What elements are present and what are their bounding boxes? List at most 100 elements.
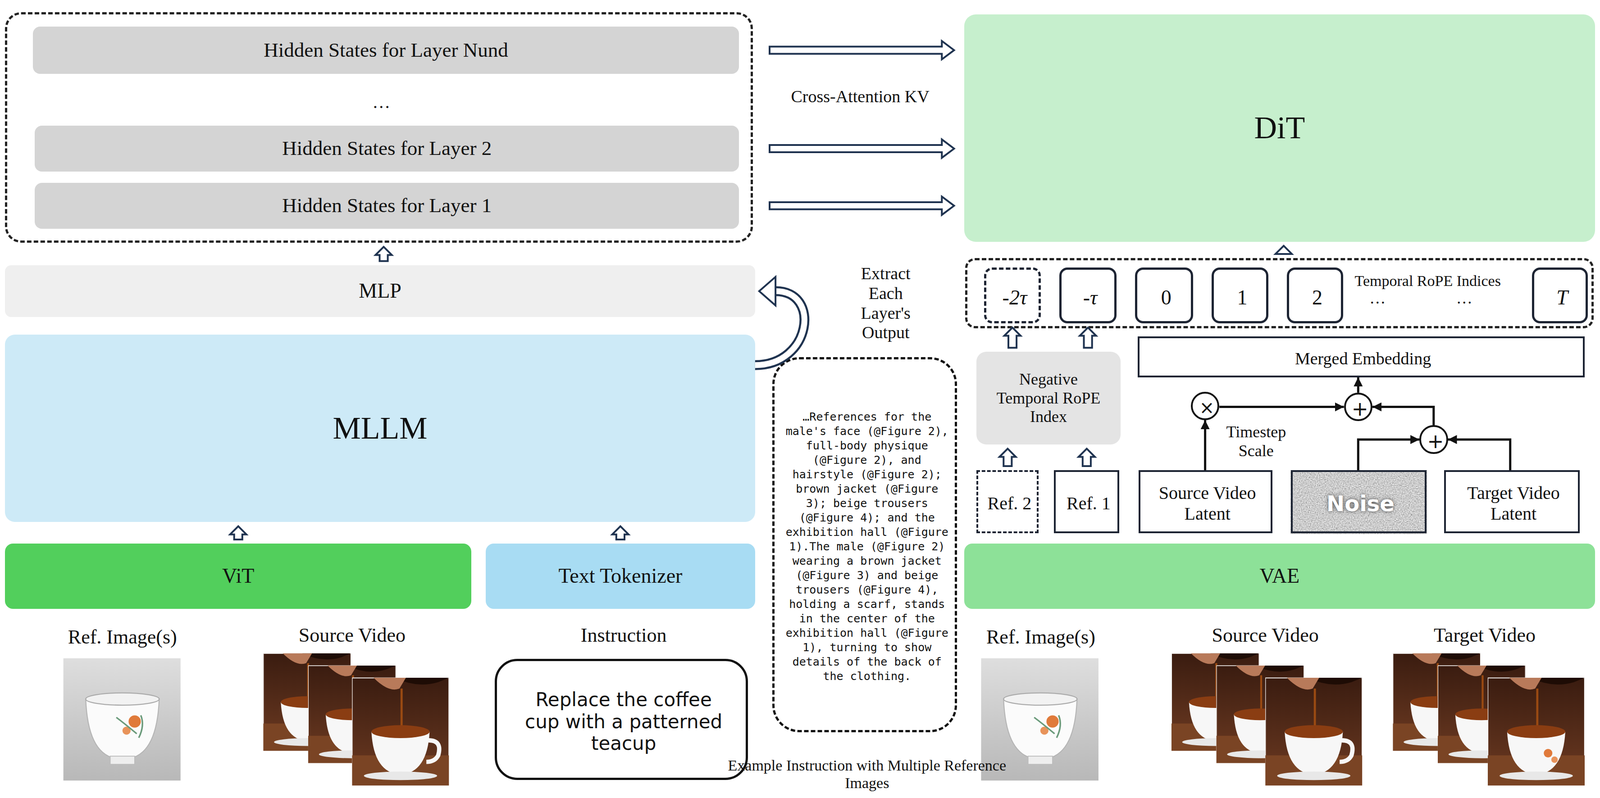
- curved-arrow-body: [755, 291, 805, 366]
- block-arrow: [1004, 327, 1021, 348]
- box-label: MLLM: [4, 334, 756, 523]
- example-box: …References for the male's face (@Figure…: [772, 357, 958, 733]
- edge-label: Extract Each Layer's Output: [844, 255, 927, 352]
- box-label: MLP: [4, 265, 756, 318]
- box-label: +: [1345, 394, 1375, 424]
- block-arrow: [1275, 246, 1292, 255]
- connector: [1372, 407, 1434, 426]
- box-label: ViT: [4, 543, 472, 610]
- box-label: Temporal RoPE Indices: [1340, 264, 1515, 297]
- process-box: Source Video Latent: [1138, 470, 1273, 534]
- index-box: 1: [1211, 267, 1269, 324]
- connector: [769, 41, 955, 60]
- signal-line: [1448, 439, 1511, 471]
- connector: [612, 526, 629, 541]
- box-label: 2: [1289, 269, 1346, 327]
- hidden-state-box: Hidden States for Layer Nund: [32, 26, 739, 74]
- signal-line: [1357, 377, 1360, 393]
- video-frame: [1265, 678, 1363, 786]
- note-label: Ref. Image(s): [948, 620, 1133, 656]
- box-label: Negative Temporal RoPE Index: [988, 351, 1108, 445]
- box-label: -τ: [1061, 269, 1119, 327]
- box-label: ×: [1192, 393, 1222, 423]
- block-arrow: [999, 448, 1016, 467]
- instruction-box: InstructionReplace the coffee cup with a…: [494, 659, 748, 781]
- box-label: Hidden States for Layer 2: [34, 125, 739, 172]
- video-frame: [1487, 678, 1585, 786]
- note-label: Ref. Image(s): [30, 620, 215, 656]
- index-box: 0: [1135, 267, 1194, 324]
- note-label: Timestep Scale: [1214, 416, 1299, 468]
- box-caption: Example Instruction with Multiple Refere…: [723, 749, 1011, 798]
- reference-image: [63, 658, 181, 782]
- connector: [1448, 439, 1511, 471]
- process-box: Ref. 2: [976, 470, 1039, 534]
- box-label: 0: [1137, 269, 1196, 327]
- connector: [1219, 406, 1344, 408]
- operator-circle: +: [1419, 425, 1448, 454]
- connector: [1358, 377, 1359, 393]
- note-label: Target Video: [1392, 618, 1577, 653]
- index-group: Temporal RoPE Indices -2τ -τ 012 T: [965, 258, 1594, 329]
- hidden-state-box: Hidden States for Layer 2: [34, 125, 739, 172]
- box-label: Noise: [1292, 472, 1429, 536]
- signal-line: [1203, 420, 1207, 471]
- block-arrow: [769, 196, 955, 215]
- connector: [769, 139, 955, 159]
- connector: [1204, 420, 1206, 471]
- index-box: T: [1531, 267, 1589, 324]
- block-arrow: [1078, 448, 1095, 467]
- connector: [769, 196, 955, 215]
- process-box: Target Video Latent: [1444, 470, 1580, 534]
- box-label: Ref. 2: [978, 472, 1041, 536]
- dit-box: DiT: [964, 14, 1596, 242]
- noise-box: Noise: [1290, 470, 1427, 534]
- box-label: Source Video Latent: [1140, 472, 1275, 536]
- group-box: … Hidden States for Layer NundHidden Stat…: [4, 12, 753, 243]
- block-arrow: [1080, 327, 1097, 348]
- box-label: …: [7, 82, 756, 124]
- note-label: Source Video: [1173, 618, 1358, 653]
- box-label: Text Tokenizer: [485, 543, 756, 610]
- connector: [1004, 327, 1021, 348]
- block-arrow: [612, 526, 629, 541]
- box-label: Target Video Latent: [1445, 472, 1582, 536]
- connector: [755, 277, 805, 366]
- curved-arrow-outline: [755, 291, 805, 366]
- connector: [1078, 448, 1095, 467]
- box-label: -2τ: [986, 269, 1044, 327]
- vae-box: VAE: [964, 543, 1596, 610]
- box-label: Instruction: [466, 616, 781, 656]
- hidden-state-box: Hidden States for Layer 1: [34, 182, 739, 229]
- connector: [999, 448, 1016, 467]
- process-box: Ref. 1: [1053, 470, 1120, 534]
- note-label: …: [1444, 285, 1486, 312]
- tokenizer-box: Text Tokenizer: [485, 543, 756, 610]
- index-box: 2: [1286, 267, 1344, 324]
- index-box: -τ: [1059, 267, 1117, 324]
- connector: [1080, 327, 1097, 348]
- mllm-box: MLLM: [4, 334, 756, 523]
- box-caption: Replace the coffee cup with a patterned …: [522, 661, 725, 783]
- box-label: Ref. 1: [1055, 472, 1122, 536]
- index-box: -2τ: [984, 267, 1042, 324]
- vit-box: ViT: [4, 543, 472, 610]
- video-frame: [351, 678, 449, 786]
- box-label: 1: [1213, 269, 1272, 327]
- box-label: Merged Embedding: [1139, 338, 1587, 380]
- block-arrow: [769, 41, 955, 60]
- box-label: …References for the male's face (@Figure…: [782, 367, 952, 727]
- box-label: T: [1534, 269, 1591, 327]
- box-label: VAE: [964, 543, 1596, 610]
- note-label: …: [1357, 285, 1399, 312]
- connector: [230, 526, 247, 541]
- mlp-box: MLP: [4, 265, 756, 318]
- box-label: +: [1421, 427, 1450, 456]
- block-arrow: [230, 526, 247, 541]
- signal-line: [1219, 405, 1344, 409]
- arrow-head: [759, 277, 776, 306]
- signal-line: [1358, 439, 1420, 471]
- process-box: Negative Temporal RoPE Index: [976, 351, 1121, 445]
- note-label: Source Video: [259, 618, 444, 653]
